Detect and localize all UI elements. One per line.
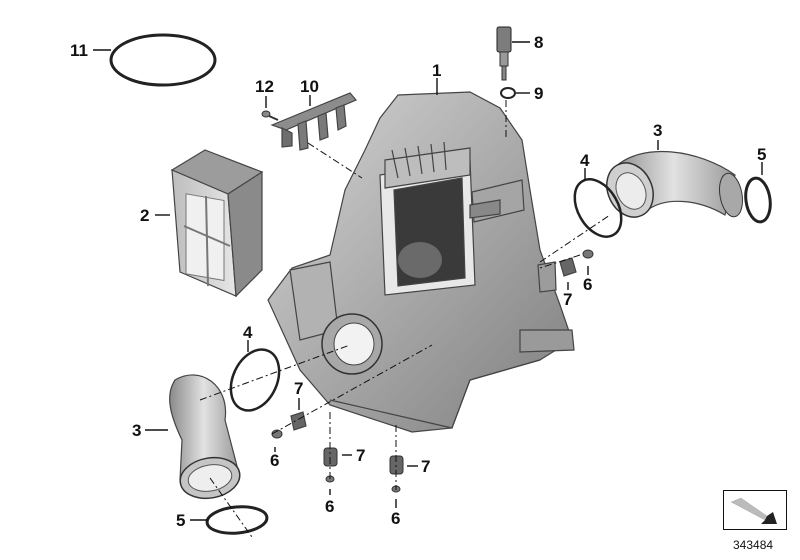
leader-lines bbox=[93, 41, 763, 521]
callout-6-mid: 6 bbox=[325, 497, 334, 516]
document-number: 343484 bbox=[733, 538, 774, 552]
callout-3-upper: 3 bbox=[653, 121, 662, 140]
callout-6-bottom: 6 bbox=[391, 509, 400, 528]
gasket-upper-part-4 bbox=[573, 178, 623, 238]
bracket-part-10 bbox=[270, 92, 357, 151]
callout-11: 11 bbox=[70, 41, 88, 60]
callout-5-upper: 5 bbox=[757, 145, 766, 164]
airbox-housing-part-1 bbox=[267, 91, 575, 433]
screw-part-6-a bbox=[582, 249, 594, 259]
callout-7-bottom: 7 bbox=[421, 457, 430, 476]
assembly-lines bbox=[199, 100, 611, 538]
air-filter-part-2 bbox=[170, 149, 264, 298]
grommet-part-7-a bbox=[559, 257, 577, 277]
callout-4-lower: 4 bbox=[243, 323, 253, 342]
seal-ring-part-11 bbox=[109, 33, 217, 87]
callout-7-right: 7 bbox=[563, 290, 572, 309]
screw-part-12 bbox=[261, 110, 279, 121]
callout-2: 2 bbox=[140, 206, 149, 225]
grommet-part-7-b bbox=[290, 411, 307, 431]
callout-10: 10 bbox=[300, 77, 319, 96]
callout-6-left: 6 bbox=[270, 451, 279, 470]
intake-elbow-lower-part-3 bbox=[169, 374, 241, 500]
sensor-part-8 bbox=[496, 26, 512, 81]
callout-5-lower: 5 bbox=[176, 511, 185, 530]
clamp-lower-part-5 bbox=[205, 505, 269, 535]
callout-1: 1 bbox=[432, 61, 441, 80]
callout-3-lower: 3 bbox=[132, 421, 141, 440]
clamp-upper-part-5 bbox=[744, 176, 772, 224]
callout-7-mid: 7 bbox=[356, 446, 365, 465]
callout-12: 12 bbox=[255, 77, 274, 96]
callout-4-upper: 4 bbox=[580, 151, 590, 170]
callout-7-left: 7 bbox=[294, 379, 303, 398]
callout-9: 9 bbox=[534, 84, 543, 103]
callout-6-right: 6 bbox=[583, 275, 592, 294]
gasket-lower-part-4 bbox=[229, 348, 281, 412]
callout-8: 8 bbox=[534, 33, 543, 52]
o-ring-part-9 bbox=[500, 87, 516, 99]
intake-elbow-upper-part-3 bbox=[606, 150, 743, 218]
orientation-arrow-icon bbox=[723, 490, 787, 530]
